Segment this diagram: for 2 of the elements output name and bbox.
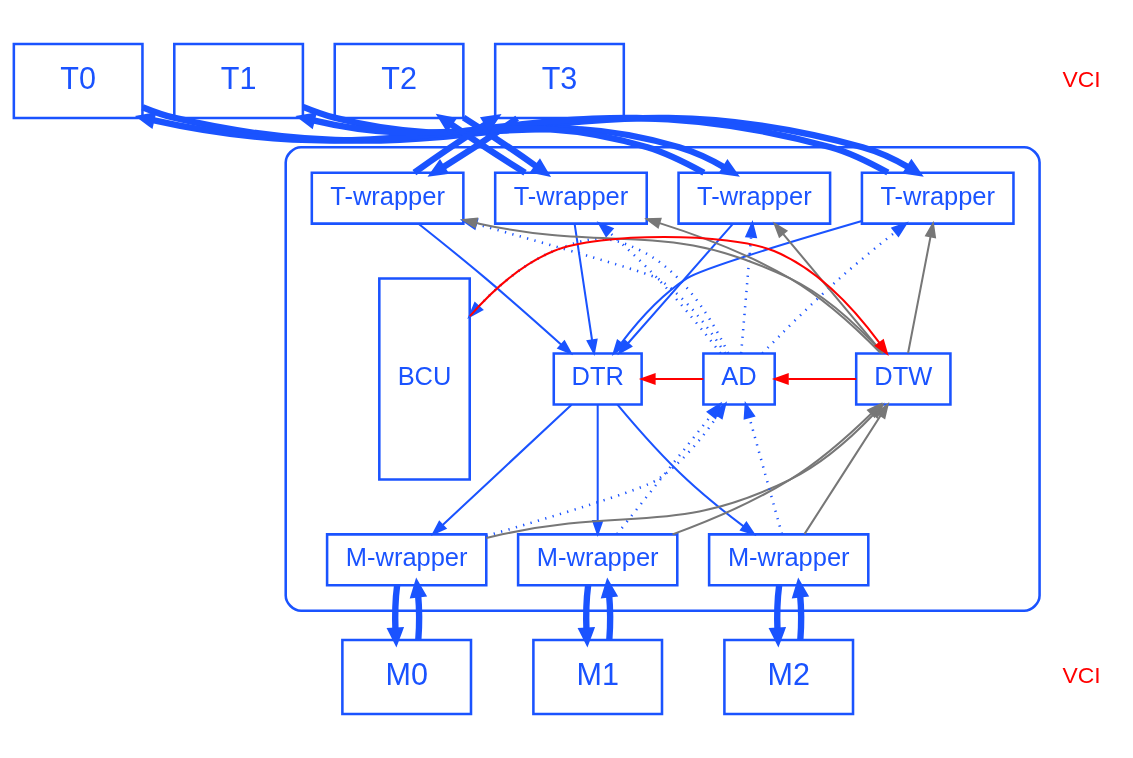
label: VCI xyxy=(1062,65,1101,92)
label: VCI xyxy=(1062,661,1101,688)
